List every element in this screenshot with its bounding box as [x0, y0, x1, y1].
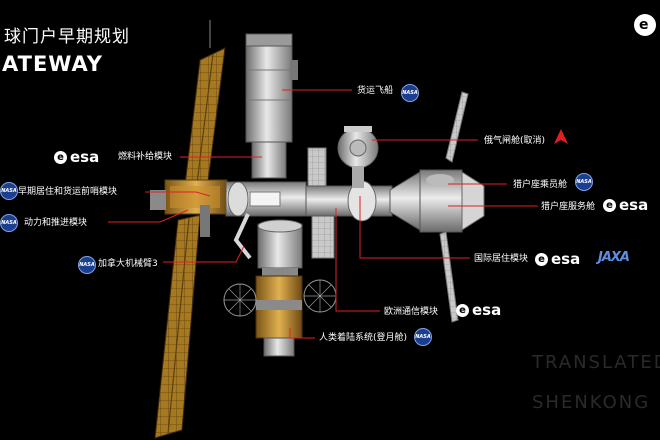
nasa-logo-orion-crew: NASA — [575, 173, 593, 191]
label-cargo: 货运飞船 — [357, 86, 394, 96]
label-orion-crew: 猎户座乘员舱 — [513, 180, 568, 190]
ppe-solar-array-lower — [154, 214, 201, 439]
orion-solar-wing-lower — [439, 231, 459, 323]
label-esprit: 欧洲通信模块 — [384, 307, 439, 317]
label-orion-service: 猎户座服务舱 — [541, 202, 596, 212]
watermark-line1: TRANSLATED — [532, 352, 660, 373]
nasa-logo-halo: NASA — [0, 182, 18, 200]
label-hls: 人类着陆系统(登月舱) — [319, 333, 408, 343]
nasa-logo-hls: NASA — [414, 328, 432, 346]
ppe-module — [150, 179, 228, 237]
label-ppe: 动力和推进模块 — [24, 218, 88, 228]
esa-mark-letter: e — [639, 17, 649, 33]
orion-solar-wing-upper — [445, 91, 469, 163]
canadarm3 — [233, 213, 252, 260]
hls-lander — [255, 275, 303, 357]
jaxa-logo: JAXA — [598, 250, 630, 265]
nasa-logo-ppe: NASA — [0, 214, 18, 232]
label-halo: 早期居住和货运前哨模块 — [18, 187, 118, 197]
airlock-module — [337, 126, 379, 188]
halo-module — [225, 181, 307, 217]
radiator-lower — [311, 211, 335, 259]
radiator-upper — [307, 147, 327, 189]
esa-corner-mark: e — [634, 14, 656, 36]
label-airlock: 俄气闸舱(取消) — [484, 136, 546, 146]
nasa-logo-cargo: NASA — [401, 84, 419, 102]
label-canadarm: 加拿大机械臂3 — [98, 259, 158, 269]
label-ihab: 国际居住模块 — [474, 254, 529, 264]
label-refuel: 燃料补给模块 — [118, 152, 173, 162]
ihab-module — [257, 219, 303, 276]
cargo-vehicle — [245, 33, 298, 179]
orion-spacecraft — [389, 169, 485, 233]
roscosmos-logo — [554, 129, 568, 144]
watermark-line2: SHENKONG — [532, 392, 651, 413]
esprit-module — [305, 180, 393, 222]
page-title-cn: 球门户早期规划 — [4, 27, 130, 47]
leader-lines — [108, 89, 538, 339]
nasa-logo-canadarm: NASA — [78, 256, 96, 274]
page-title-en: ATEWAY — [2, 52, 103, 76]
